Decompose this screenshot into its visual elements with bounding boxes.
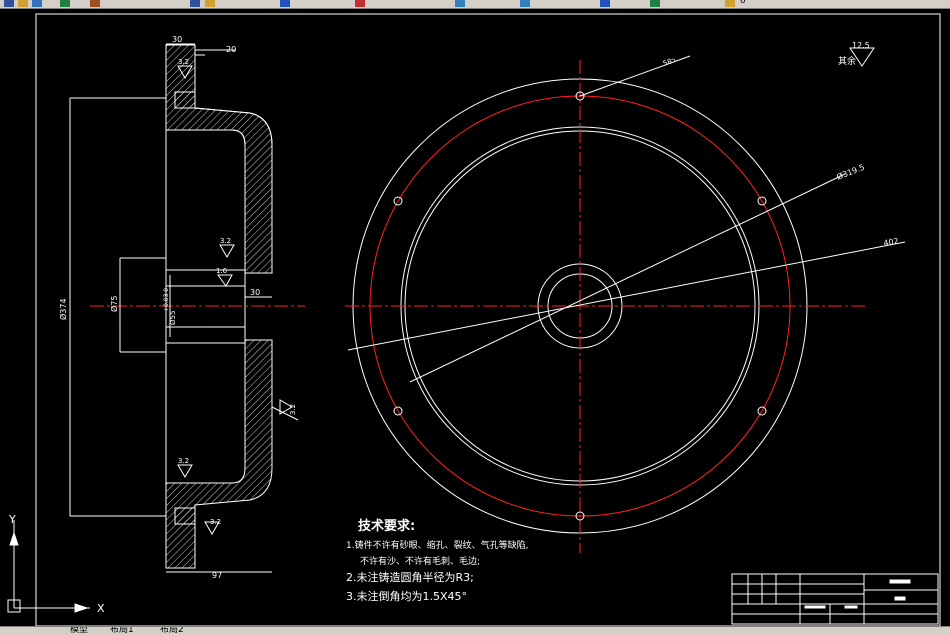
leader-319: Ø319.5 <box>835 162 866 182</box>
dim-hub-length: 30 <box>250 288 260 297</box>
layer-dropdown[interactable]: 0 <box>740 0 746 6</box>
pan-icon[interactable] <box>455 0 465 7</box>
undo-icon[interactable] <box>280 0 290 7</box>
redo-icon[interactable] <box>355 0 365 7</box>
tab-model[interactable]: 模型 <box>70 626 89 635</box>
print-icon[interactable] <box>60 0 70 7</box>
paste-icon[interactable] <box>205 0 215 7</box>
zoom-icon[interactable] <box>520 0 530 7</box>
new-file-icon[interactable] <box>4 0 14 7</box>
top-toolbar: 0 <box>0 0 950 9</box>
layer-icon[interactable] <box>650 0 660 7</box>
dim-top-width: 30 <box>172 35 182 44</box>
title-block <box>731 573 939 625</box>
dim-top-right: 20 <box>226 45 236 54</box>
cut-icon[interactable] <box>90 0 100 7</box>
rough-top: 3.2 <box>178 58 189 66</box>
drawing-border <box>35 13 941 626</box>
tech-item-2: 不许有沙、不许有毛刺、毛边; <box>360 555 480 567</box>
copy-icon[interactable] <box>190 0 200 7</box>
leader-holes: 5ר8 <box>662 56 677 68</box>
ucs-x-label: X <box>97 602 105 615</box>
layer-state-icon <box>725 0 735 7</box>
front-view <box>345 55 906 553</box>
tech-item-1: 1.铸件不许有砂眼、缩孔、裂纹、气孔等缺陷, <box>346 539 528 551</box>
rough-bottom-left: 3.2 <box>178 457 189 465</box>
dim-bore: Ø55 <box>169 311 177 325</box>
dim-overall-dia: Ø374 <box>58 298 68 320</box>
tab-layout1[interactable]: 布局1 <box>110 626 134 635</box>
rough-hub: 3.2 <box>220 237 231 245</box>
rough-bore: 1.6 <box>216 267 228 275</box>
tech-item-3: 2.未注铸造圆角半径为R3; <box>346 570 474 584</box>
surface-note-value: 12.5 <box>852 41 870 50</box>
properties-icon[interactable] <box>600 0 610 7</box>
layout-tabs: 模型 布局1 布局2 <box>0 626 950 635</box>
section-view <box>69 43 305 573</box>
surface-finish-symbol <box>849 47 875 67</box>
save-icon[interactable] <box>32 0 42 7</box>
rough-bottom-right: 3.2 <box>210 518 221 526</box>
dim-inner-dia: Ø75 <box>109 296 119 312</box>
dim-bore-tol: +0.03 0 <box>163 288 170 312</box>
surface-note-label: 其余 <box>838 55 856 67</box>
tech-item-4: 3.未注倒角均为1.5X45° <box>346 589 467 603</box>
rough-right: 3.2 <box>289 404 297 415</box>
leader-402: 402 <box>883 236 900 248</box>
drawing-canvas[interactable]: 30 20 3.2 3.2 1.6 30 3.2 3.2 97 Ø374 Ø75… <box>0 9 950 626</box>
tech-title: 技术要求: <box>358 518 415 534</box>
ucs-icon <box>7 520 90 613</box>
open-file-icon[interactable] <box>18 0 28 7</box>
dim-bottom-width: 97 <box>212 571 222 580</box>
ucs-y-label: Y <box>8 513 16 526</box>
tab-layout2[interactable]: 布局2 <box>160 626 184 635</box>
